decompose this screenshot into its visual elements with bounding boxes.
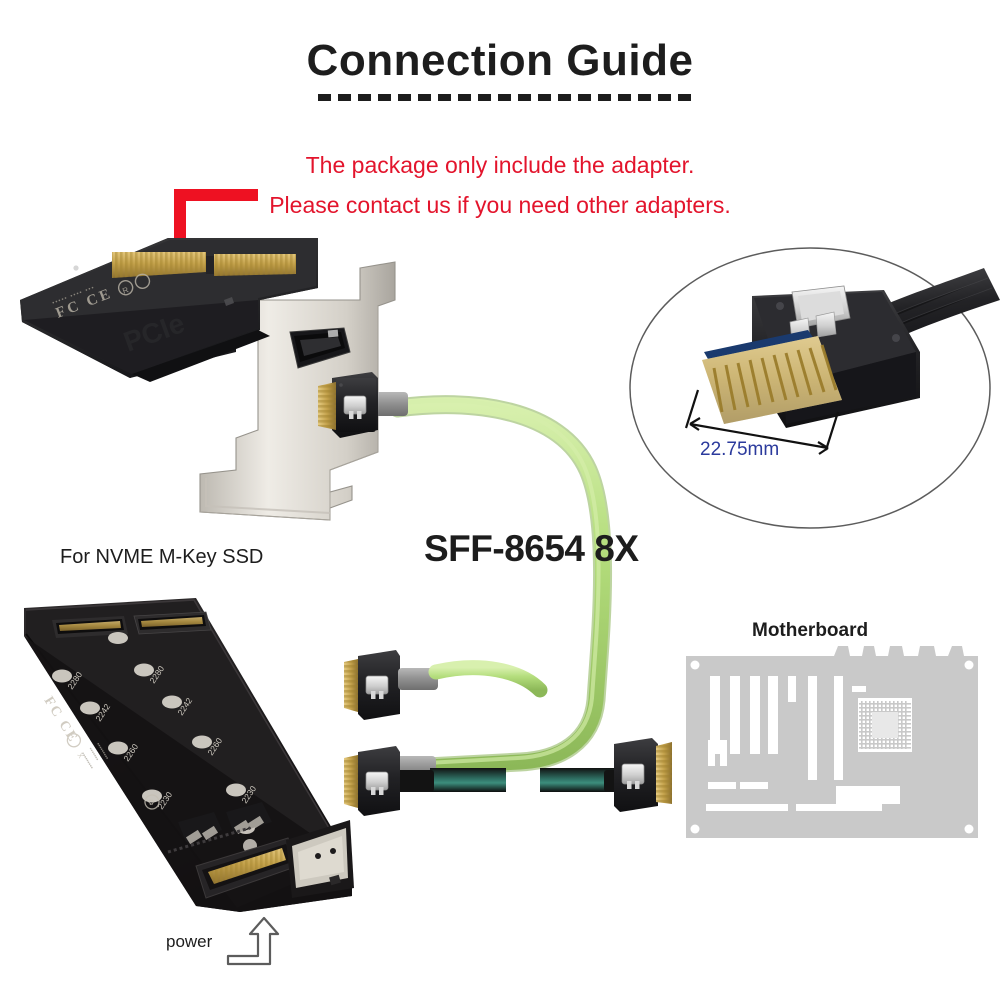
title-rule-dash [538, 94, 551, 101]
motherboard-cpu-socket [856, 696, 914, 754]
notice-line-1: The package only include the adapter. [305, 152, 695, 178]
motherboard-slots [710, 676, 843, 780]
black-braided-cable-left [396, 768, 506, 792]
title-rule-dash [378, 94, 391, 101]
m2-sff8654-port [286, 820, 354, 898]
label-motherboard: Motherboard [752, 620, 869, 641]
title-rule-dash [358, 94, 371, 101]
title-rule-dash [438, 94, 451, 101]
title-rule-dash [318, 94, 331, 101]
title-rule-dash [598, 94, 611, 101]
pcie-led [73, 265, 79, 271]
connector-closeup-inset [629, 247, 1000, 529]
sff8654-connector-on-card [318, 372, 378, 438]
inset-dimension-arrows [684, 389, 840, 455]
title-rule-dash [638, 94, 651, 101]
pcie-edge-connector [112, 252, 296, 278]
green-lower-strain-relief [398, 668, 438, 690]
m2-sata-power-connector [195, 837, 299, 899]
title-rule-dash [558, 94, 571, 101]
title-rule-dash [678, 94, 691, 101]
svg-text:♻: ♻ [145, 797, 156, 808]
m2-standoffs: 2280 2280 2242 2242 2260 [52, 632, 258, 834]
label-nvme-card: For NVME M-Key SSD [60, 546, 264, 568]
label-dimension: 22.75mm [700, 439, 780, 460]
title-rule-dash [418, 94, 431, 101]
m2-components [167, 802, 272, 854]
sff8654-connector-green-lower [344, 650, 400, 720]
title-rule-dash [578, 94, 591, 101]
label-power: power [166, 932, 213, 951]
inset-gold-contacts [702, 336, 842, 424]
label-cable-spec: SFF-8654 8X [424, 528, 639, 569]
title-rule-dash [658, 94, 671, 101]
title-rule-dash [518, 94, 531, 101]
title-rule-dash [618, 94, 631, 101]
pcie-bracket-port [289, 327, 351, 369]
pcie-adapter-card: FC CE ••••• •••• ••• R PCIe [20, 238, 396, 521]
title-rule-dash [338, 94, 351, 101]
sff8654-connector-black-left [344, 746, 400, 816]
pointer-horizontal-bar [174, 189, 258, 201]
title-dashed-rule [318, 94, 691, 101]
m2-socket-1 [52, 616, 128, 638]
power-arrow-icon [226, 916, 280, 966]
m2-socket-2 [133, 611, 212, 635]
page-title: Connection Guide [306, 36, 694, 85]
svg-text:R: R [121, 285, 130, 296]
svg-text:X: X [75, 752, 84, 760]
green-cable-lower-run [428, 660, 548, 698]
title-rule-dash [498, 94, 511, 101]
motherboard-illustration [686, 646, 978, 838]
green-cable [388, 395, 613, 778]
title-rule-dash [478, 94, 491, 101]
notice-line-2: Please contact us if you need other adap… [269, 192, 731, 218]
m2-adapter-board: 2280 2280 2242 2242 2260 [24, 598, 354, 912]
m2-recycle-icon: ♻ [144, 794, 160, 810]
inset-connector-latch [789, 285, 851, 343]
title-rule-dash [398, 94, 411, 101]
title-rule-dash [458, 94, 471, 101]
sff8654-connector-black-right [614, 738, 672, 812]
